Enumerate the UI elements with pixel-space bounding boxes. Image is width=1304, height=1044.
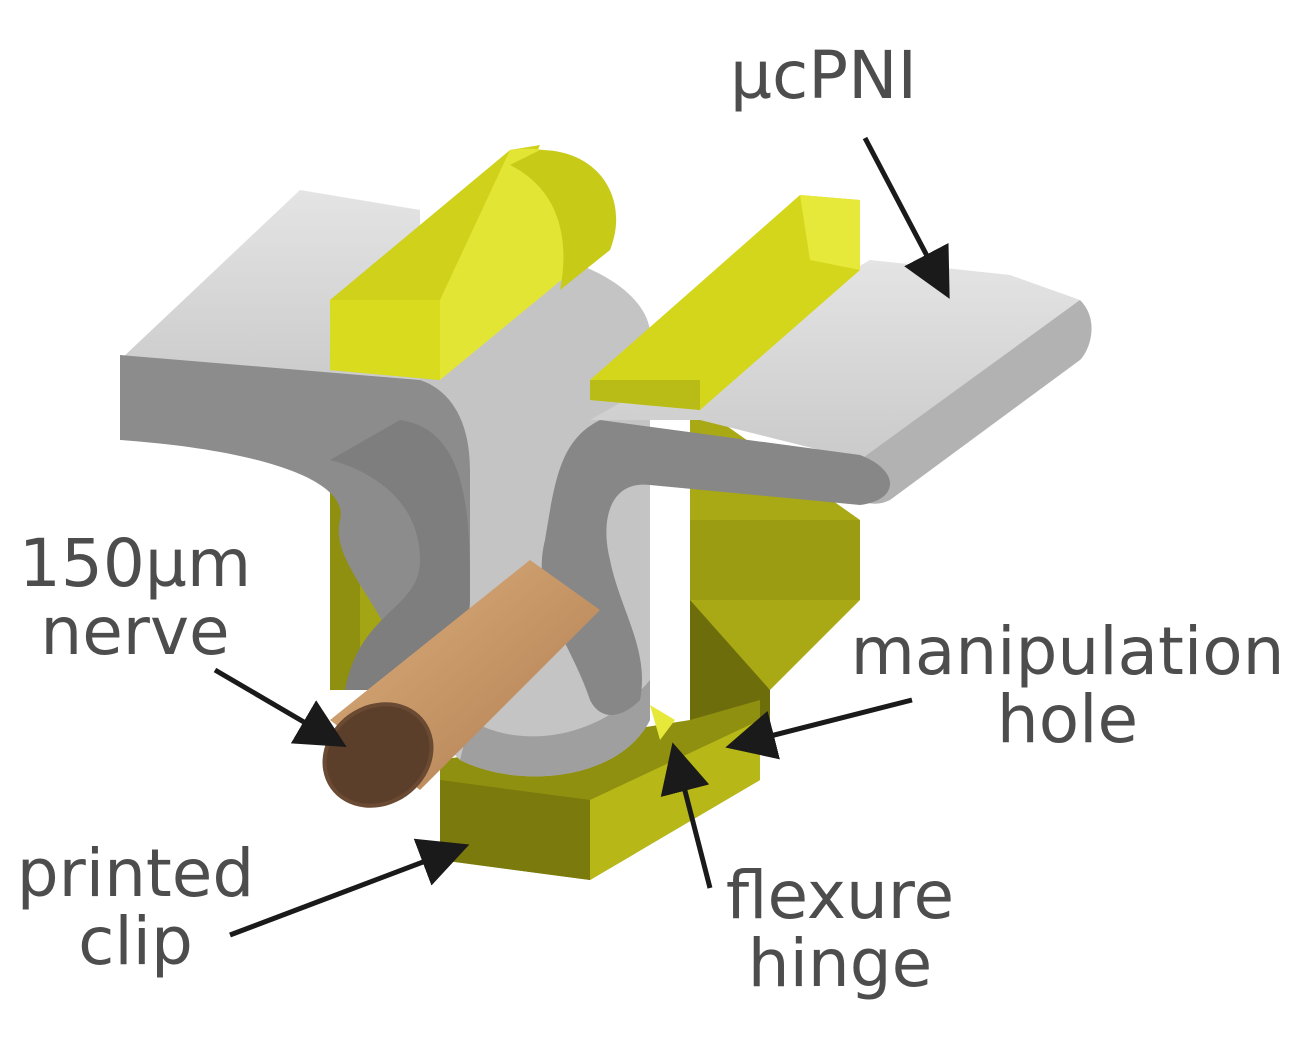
label-manipulation-hole-line1: manipulation (850, 613, 1285, 690)
label-printed-clip-line2: clip (78, 903, 193, 980)
yellow-rail-left (330, 145, 617, 380)
arrow-manipulation-hole (725, 697, 913, 760)
label-nerve-line2: nerve (40, 593, 230, 670)
nerve (322, 560, 600, 808)
label-printed-clip: printed clip (8, 840, 263, 976)
arrow-ucpni (862, 136, 950, 299)
label-manipulation-hole: manipulation hole (840, 618, 1295, 754)
yellow-rail-right (590, 195, 860, 410)
label-ucpni-line1: µcPNI (730, 37, 917, 114)
label-nerve: 150µm nerve (10, 530, 260, 666)
interface-flap-right (541, 260, 1092, 715)
label-ucpni: µcPNI (730, 42, 917, 110)
arrow-nerve (213, 667, 347, 748)
arrow-flexure-hinge (660, 742, 713, 889)
label-flexure-hinge: flexure hinge (715, 862, 965, 998)
label-printed-clip-line1: printed (16, 835, 255, 912)
arrows (213, 136, 950, 938)
arrow-printed-clip (229, 838, 470, 938)
label-manipulation-hole-line2: hole (996, 681, 1139, 758)
flexure-hinge-shape (650, 705, 675, 740)
label-flexure-hinge-line2: hinge (747, 925, 933, 1002)
label-flexure-hinge-line1: flexure (725, 857, 955, 934)
label-nerve-line1: 150µm (18, 525, 252, 602)
